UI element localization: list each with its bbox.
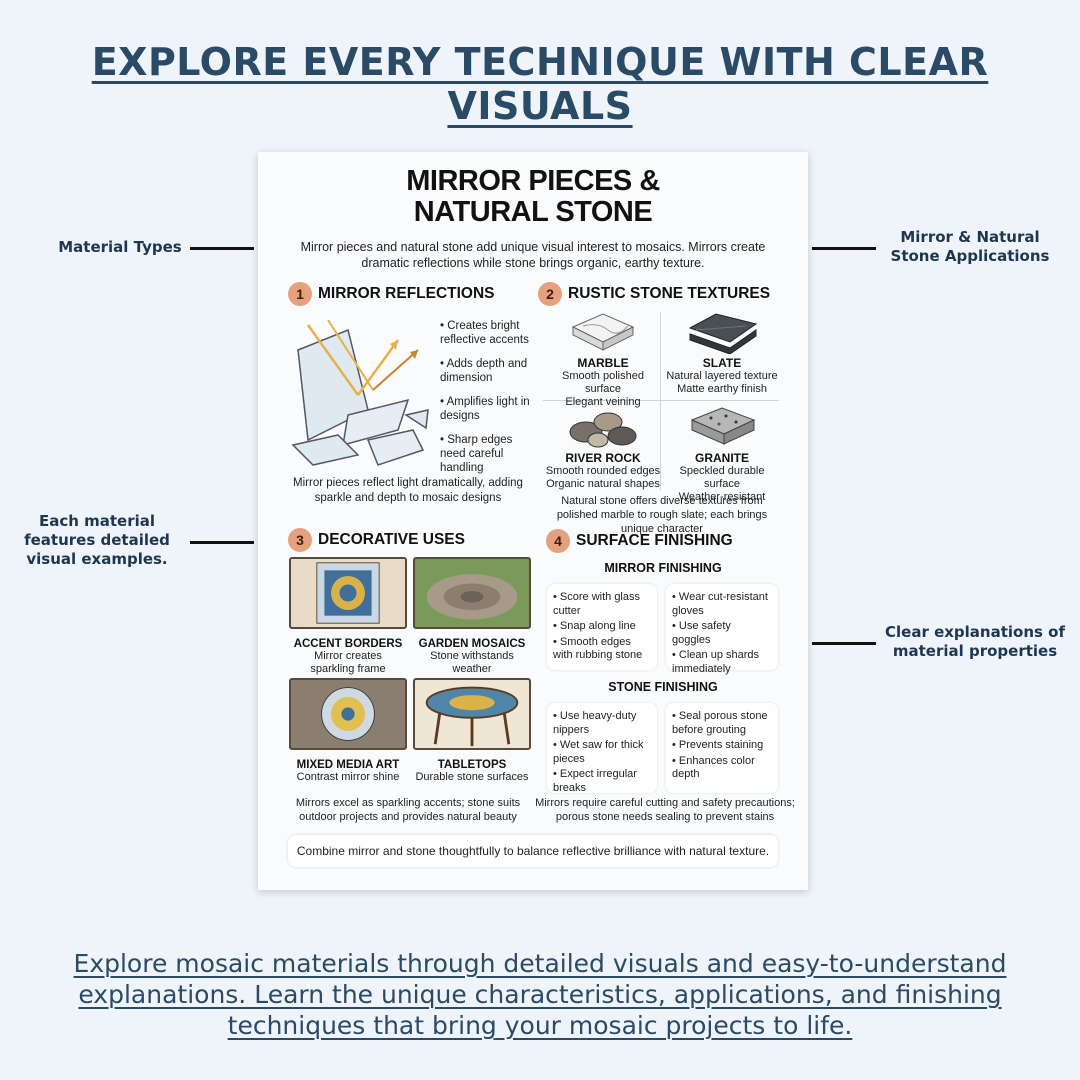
marble-icon	[571, 313, 635, 351]
poster-intro: Mirror pieces and natural stone add uniq…	[300, 240, 766, 270]
deco-note: Mirrors excel as sparkling accents; ston…	[295, 797, 521, 823]
stone-note: Natural stone offers diverse textures fr…	[556, 495, 768, 535]
stone-river-rock: RIVER ROCK Smooth rounded edges Organic …	[545, 451, 661, 490]
mirror-finishing-left: • Score with glass cutter • Snap along l…	[547, 584, 657, 670]
mirror-finishing-right: • Wear cut-resistant gloves • Use safety…	[666, 584, 778, 675]
callout-applications: Mirror & Natural Stone Applications	[890, 228, 1050, 265]
page-headline: EXPLORE EVERY TECHNIQUE WITH CLEAR VISUA…	[91, 40, 989, 128]
infographic-poster: MIRROR PIECES & NATURAL STONE Mirror pie…	[258, 152, 808, 890]
stone-slate: SLATE Natural layered texture Matte eart…	[666, 356, 778, 395]
callout-explanations: Clear explanations of material propertie…	[885, 623, 1065, 660]
finish-note: Mirrors require careful cutting and safe…	[535, 797, 795, 823]
slate-icon	[688, 313, 758, 354]
stone-finishing-title: STONE FINISHING	[608, 680, 718, 694]
connector-line	[812, 642, 876, 645]
deco-mixed-media: MIXED MEDIA ART Contrast mirror shine	[288, 678, 408, 784]
mirror-finishing-title: MIRROR FINISHING	[604, 561, 722, 575]
mirror-note: Mirror pieces reflect light dramatically…	[293, 477, 523, 504]
footer-description: Explore mosaic materials through detaile…	[73, 949, 1007, 1040]
mirror-shards-illustration	[291, 320, 429, 466]
combine-note: Combine mirror and stone thoughtfully to…	[288, 835, 778, 867]
granite-icon	[690, 407, 756, 445]
deco-tabletops: TABLETOPS Durable stone surfaces	[412, 678, 532, 784]
stone-finishing-right: • Seal porous stone before grouting • Pr…	[666, 703, 778, 793]
callout-material-types: Material Types	[58, 238, 182, 256]
connector-line	[190, 541, 254, 544]
poster-title: MIRROR PIECES & NATURAL STONE	[406, 165, 660, 228]
connector-line	[190, 247, 254, 250]
stone-marble: MARBLE Smooth polished surface Elegant v…	[562, 356, 644, 408]
stone-granite: GRANITE Speckled durable surface Weather…	[678, 451, 766, 503]
river-rock-icon	[569, 412, 637, 448]
mirror-bullets: • Creates bright reflective accents • Ad…	[440, 320, 530, 474]
stone-finishing-left: • Use heavy-duty nippers • Wet saw for t…	[547, 703, 657, 794]
deco-garden-mosaics: GARDEN MOSAICS Stone withstands weather	[412, 557, 532, 676]
deco-accent-borders: ACCENT BORDERS Mirror creates sparkling …	[288, 557, 408, 676]
callout-each-material: Each material features detailed visual e…	[24, 512, 170, 568]
connector-line	[812, 247, 876, 250]
